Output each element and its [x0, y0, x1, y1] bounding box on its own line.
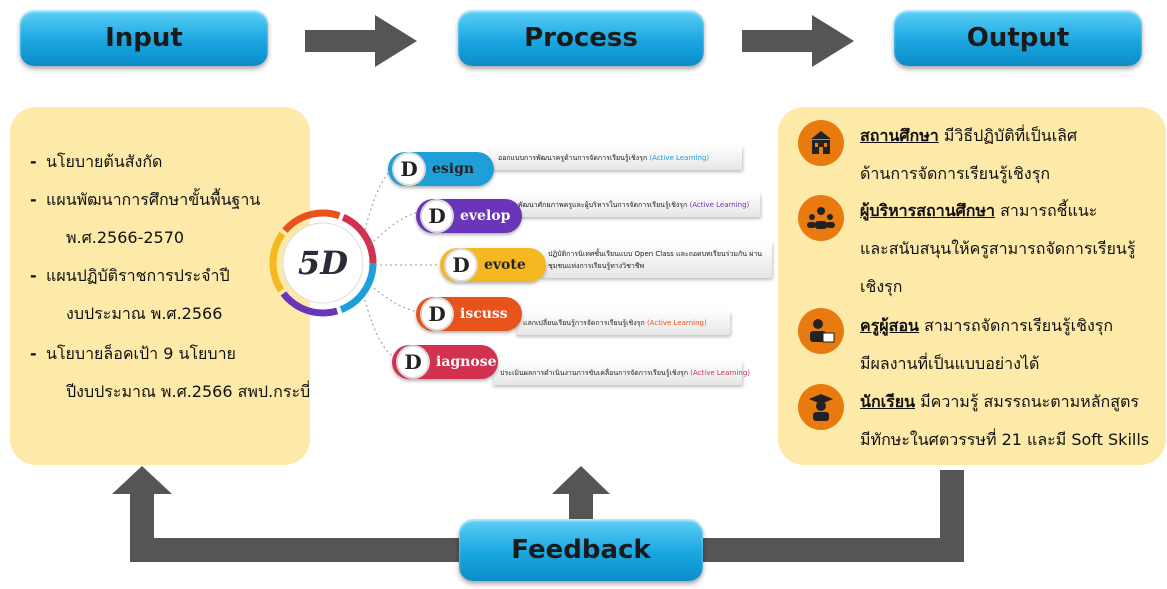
output-title: นักเรียน: [860, 392, 915, 411]
feedback-label: Feedback: [511, 535, 651, 565]
d-word: iscuss: [460, 306, 508, 322]
output-text: และสนับสนุนให้ครูสามารถจัดการเรียนรู้: [860, 239, 1136, 258]
design-desc: ออกแบบการพัฒนาครูด้านการจัดการเรียนรู้เช…: [490, 146, 742, 170]
d-desc-text: พัฒนาศักยภาพครูและผู้บริหารในการจัดการเร…: [518, 200, 688, 209]
d-letter: D: [444, 248, 478, 282]
feedback-box: Feedback: [459, 519, 703, 581]
d-desc-text: ออกแบบการพัฒนาครูด้านการจัดการเรียนรู้เช…: [498, 153, 648, 162]
d-desc-text: ปฏิบัติการนิเทศชั้นเรียนแบบ Open Class แ…: [548, 250, 763, 270]
output-title: ผู้บริหารสถานศึกษา: [860, 201, 995, 220]
teacher-icon: [798, 308, 844, 354]
input-item: ปีงบประมาณ พ.ศ.2566 สพป.กระบี่: [66, 382, 311, 401]
discuss-desc: แลกเปลี่ยนเรียนรู้การจัดการเรียนรู้เชิงร…: [515, 311, 730, 335]
arrow-right-icon: [742, 15, 854, 67]
d-word: esign: [432, 161, 475, 177]
d-desc-text: แลกเปลี่ยนเรียนรู้การจัดการเรียนรู้เชิงร…: [523, 318, 645, 327]
d-desc-tag: (Active Learning): [690, 369, 750, 377]
input-item: แผนพัฒนาการศึกษาขั้นพื้นฐาน: [46, 190, 261, 209]
input-item: นโยบายล็อคเป้า 9 นโยบาย: [46, 344, 236, 363]
develop-pill: D evelop: [416, 199, 522, 233]
administrators-icon: [798, 195, 844, 241]
d-letter: D: [396, 345, 430, 379]
output-header: Output: [894, 10, 1142, 66]
input-item: งบประมาณ พ.ศ.2566: [66, 304, 223, 323]
d-desc-tag: (Active Learning): [646, 319, 707, 327]
output-text: มีวิธีปฏิบัติที่เป็นเลิศ: [938, 126, 1078, 145]
process-header: Process: [458, 10, 704, 66]
diagnose-desc: ประเมินผลการดำเนินงานการขับเคลื่อนการจัด…: [492, 361, 750, 385]
d-desc-tag: (Active Learning): [649, 154, 710, 162]
student-icon: [798, 384, 844, 430]
output-text: มีทักษะในศตวรรษที่ 21 และมี Soft Skills: [860, 430, 1150, 449]
diagnose-pill: D iagnose: [392, 345, 498, 379]
d-letter: D: [420, 297, 454, 331]
output-text: สามารถจัดการเรียนรู้เชิงรุก: [918, 316, 1114, 335]
devote-pill: D evote: [440, 248, 546, 282]
devote-desc: ปฏิบัติการนิเทศชั้นเรียนแบบ Open Class แ…: [540, 242, 772, 278]
output-header-label: Output: [966, 23, 1070, 53]
d-desc-tag: (Active Learning): [689, 201, 750, 209]
input-item: แผนปฏิบัติราชการประจำปี: [46, 266, 230, 285]
d-desc-text: ประเมินผลการดำเนินงานการขับเคลื่อนการจัด…: [500, 368, 689, 377]
output-text: ด้านการจัดการเรียนรู้เชิงรุก: [860, 164, 1050, 183]
output-text: สามารถชี้แนะ: [995, 201, 1098, 220]
5d-label: 5D: [297, 244, 348, 282]
output-text: มีความรู้ สมรรถนะตามหลักสูตร: [915, 392, 1139, 411]
d-letter: D: [392, 152, 426, 186]
process-header-label: Process: [524, 23, 638, 53]
input-header: Input: [20, 10, 268, 66]
input-panel: [10, 107, 310, 465]
arrow-right-icon: [305, 15, 417, 67]
school-icon: [798, 120, 844, 166]
input-header-label: Input: [105, 23, 183, 53]
d-word: evote: [484, 257, 526, 273]
d-letter: D: [420, 199, 454, 233]
output-text: เชิงรุก: [860, 277, 903, 296]
input-item: นโยบายต้นสังกัด: [46, 152, 163, 171]
discuss-pill: D iscuss: [416, 297, 522, 331]
d-word: evelop: [460, 208, 511, 224]
d-word: iagnose: [436, 354, 497, 370]
input-item: พ.ศ.2566-2570: [66, 228, 185, 247]
output-title: ครูผู้สอน: [860, 316, 919, 335]
5d-ring: [269, 209, 377, 317]
output-title: สถานศึกษา: [860, 126, 939, 145]
develop-desc: พัฒนาศักยภาพครูและผู้บริหารในการจัดการเร…: [510, 193, 760, 217]
output-text: มีผลงานที่เป็นแบบอย่างได้: [860, 354, 1040, 373]
design-pill: D esign: [388, 152, 494, 186]
